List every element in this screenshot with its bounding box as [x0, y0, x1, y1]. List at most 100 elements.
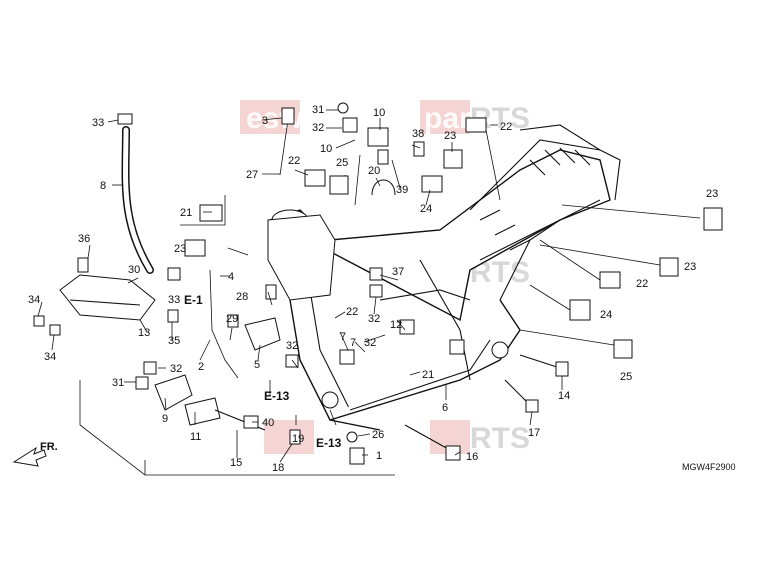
bracket-9	[154, 374, 193, 411]
front-direction-arrow: FR.	[12, 441, 58, 467]
callout-22c: 22	[346, 306, 358, 318]
callout-39: 39	[396, 184, 408, 196]
bracket-10b	[342, 117, 358, 133]
nut-31-left	[135, 376, 149, 390]
lower-cradle-inner	[349, 339, 491, 411]
callout-17: 17	[528, 427, 540, 439]
leader-30	[127, 277, 139, 284]
callout-33b: 33	[168, 294, 180, 306]
lower-cradle	[329, 299, 521, 421]
callout-21b: 21	[422, 369, 434, 381]
callout-36: 36	[78, 233, 90, 245]
bolt-17-head	[525, 399, 539, 413]
ref-e13-a: E-13	[264, 389, 290, 403]
callout-7b: 7	[350, 337, 356, 349]
clamp-23-mid	[659, 257, 679, 277]
callout-40: 40	[262, 417, 274, 429]
callout-10a: 10	[320, 143, 332, 155]
leader-32e	[291, 359, 299, 369]
leader-lines	[37, 109, 701, 463]
bolt-28	[265, 284, 277, 300]
callout-23c: 23	[684, 261, 696, 273]
bolt-34b	[49, 324, 61, 336]
callouts: 33 8 21 3 27 31 32 10 10 38 23 22 22 25 …	[28, 104, 718, 474]
callout-37: 37	[392, 266, 404, 278]
callout-31b: 31	[112, 377, 124, 389]
nut-37	[369, 267, 383, 281]
callout-7a: 7	[340, 331, 346, 343]
callout-32d: 32	[364, 337, 376, 349]
callout-6: 6	[442, 402, 448, 414]
nut-32-upper	[369, 284, 383, 298]
leader-23d	[227, 247, 249, 256]
bolt-16	[404, 424, 451, 451]
callout-32e: 32	[286, 340, 298, 352]
leader-10a	[335, 139, 356, 149]
callout-23d: 23	[174, 243, 186, 255]
callout-15: 15	[230, 457, 242, 469]
watermark-suffix-bottom: RTS	[470, 422, 530, 455]
bolt-34a	[33, 315, 45, 327]
callout-11: 11	[190, 431, 201, 443]
clamp-25-left	[329, 175, 349, 195]
callout-2: 2	[198, 361, 204, 373]
bolt-14	[519, 354, 561, 369]
callout-10b: 10	[373, 107, 385, 119]
bolt-38	[413, 141, 425, 157]
direction-label: FR.	[40, 441, 58, 453]
callout-18: 18	[272, 462, 284, 474]
clamp-23-left	[184, 239, 206, 257]
leader-22d	[294, 169, 309, 176]
leader-20	[375, 177, 381, 187]
callout-27: 27	[246, 169, 258, 181]
clamp-24-right	[569, 299, 591, 321]
leader-28	[267, 291, 273, 306]
group-outline	[79, 380, 395, 476]
callout-29: 29	[226, 313, 238, 325]
callout-22d: 22	[288, 155, 300, 167]
leader-23c	[539, 244, 661, 266]
leader-25b	[519, 329, 615, 346]
callout-13: 13	[138, 327, 150, 339]
callout-22b: 22	[636, 278, 648, 290]
bracket-13-rib	[69, 299, 141, 306]
callout-31a: 31	[312, 104, 324, 116]
breather-hose-inner	[123, 127, 153, 273]
clamp-22-right	[599, 271, 621, 289]
bracket-13	[59, 274, 156, 321]
callout-32c: 32	[368, 313, 380, 325]
callout-leader-25	[354, 154, 361, 206]
leader-24b	[529, 284, 571, 311]
leader-24a	[425, 189, 431, 206]
nut-32-left	[143, 361, 157, 375]
callout-23a: 23	[444, 130, 456, 142]
leader-34a	[37, 301, 43, 317]
callout-21a: 21	[180, 207, 192, 219]
clamp-22-left	[304, 169, 326, 187]
clamp-25-right	[613, 339, 633, 359]
nut-33-mid	[167, 267, 181, 281]
pivot-boss	[321, 391, 339, 409]
leader-e13b	[329, 409, 337, 426]
callout-32b: 32	[170, 363, 182, 375]
hose-clip-33	[117, 113, 133, 125]
leader-39	[391, 159, 401, 189]
leader-18	[279, 443, 293, 463]
bracket-10	[367, 127, 389, 147]
band-20	[371, 179, 396, 196]
leader-17	[529, 411, 533, 426]
rear-frame-lattice	[529, 147, 591, 176]
bolt-39	[377, 149, 389, 165]
arrow-icon	[12, 446, 47, 467]
dipstick-cap	[281, 107, 295, 125]
grommet-1	[349, 447, 365, 465]
callout-33a: 33	[92, 117, 104, 129]
leader-29	[229, 327, 233, 341]
callout-20: 20	[368, 165, 380, 177]
leader-34b	[51, 334, 55, 351]
callout-9: 9	[162, 413, 168, 425]
leader-32c	[373, 296, 377, 315]
callout-30: 30	[128, 264, 140, 276]
clamp-21-left	[199, 204, 223, 222]
